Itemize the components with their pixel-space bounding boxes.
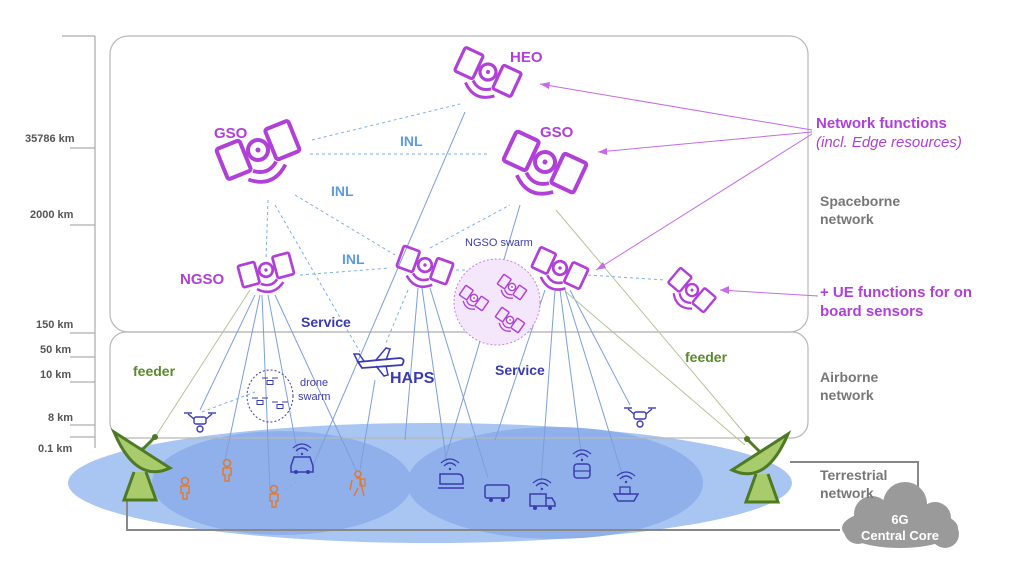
haps-label: HAPS: [390, 370, 435, 387]
core-label: Central Core: [861, 528, 939, 543]
drone-swarm: [246, 369, 294, 423]
haps-icon: [352, 347, 405, 377]
ngso-satellite-icon: [236, 251, 299, 300]
terrestrial-devices: [180, 443, 640, 510]
truck-icon: [529, 478, 556, 510]
ue-satellite-icon: [660, 266, 718, 322]
ngso-swarm-label: NGSO swarm: [465, 237, 533, 249]
ue-functions-label: + UE functions for on: [820, 284, 972, 301]
heo-label: HEO: [510, 49, 543, 66]
drone-icon: [261, 377, 279, 385]
service-label: Service: [495, 362, 545, 378]
airborne-layer-label: Airborne: [820, 369, 879, 385]
ngso-satellite-icon: [391, 244, 455, 297]
ship-icon: [612, 471, 640, 502]
drone-icon: [251, 397, 269, 405]
feeder-label: feeder: [685, 349, 728, 365]
network-function-arrows: [539, 82, 819, 297]
network-functions-label: Network functions: [816, 115, 947, 132]
car-icon: [290, 443, 314, 474]
bus-icon: [484, 484, 510, 502]
feeder-label: feeder: [133, 363, 176, 379]
spaceborne-layer-label: network: [820, 211, 874, 227]
network-functions-sublabel: (incl. Edge resources): [816, 134, 962, 151]
inl-label: INL: [331, 183, 354, 199]
altitude-label: 35786 km: [25, 133, 75, 145]
spaceborne-layer-label: Spaceborne: [820, 193, 900, 209]
feeder-links: [149, 209, 751, 446]
altitude-label: 8 km: [48, 412, 73, 424]
airborne-layer-box: [109, 331, 809, 439]
drone-icon: [623, 407, 657, 428]
gso-right-satellite-icon: [494, 128, 589, 210]
altitude-scale: 35786 km 2000 km 150 km 50 km 10 km 8 km…: [25, 35, 96, 455]
drone-icon: [271, 401, 289, 409]
central-core-cloud: 6G Central Core: [842, 482, 959, 548]
tram-icon: [572, 449, 592, 479]
inl-label: INL: [342, 251, 365, 267]
ngso-swarm: [453, 258, 541, 346]
altitude-label: 150 km: [36, 319, 74, 331]
service-label: Service: [301, 314, 351, 330]
altitude-label: 2000 km: [30, 209, 74, 221]
altitude-label: 50 km: [40, 344, 71, 356]
service-links: [199, 111, 631, 496]
terrestrial-area: [68, 423, 792, 543]
core-label: 6G: [891, 512, 908, 527]
ue-functions-label: board sensors: [820, 303, 923, 320]
gso-left-label: GSO: [214, 125, 248, 142]
terrestrial-layer-label: Terrestrial: [820, 467, 887, 483]
inl-label: INL: [400, 133, 423, 149]
drone-swarm-label: drone: [300, 377, 328, 389]
terrestrial-layer-label: network: [820, 485, 874, 501]
hiker-icon: [349, 470, 366, 497]
altitude-label: 10 km: [40, 369, 71, 381]
drone-swarm-label: swarm: [298, 391, 330, 403]
airborne-layer-label: network: [820, 387, 874, 403]
train-icon: [438, 458, 464, 489]
drone-icon: [183, 412, 217, 433]
altitude-label: 0.1 km: [38, 443, 72, 455]
gso-right-label: GSO: [540, 124, 574, 141]
ngso-label: NGSO: [180, 271, 225, 288]
